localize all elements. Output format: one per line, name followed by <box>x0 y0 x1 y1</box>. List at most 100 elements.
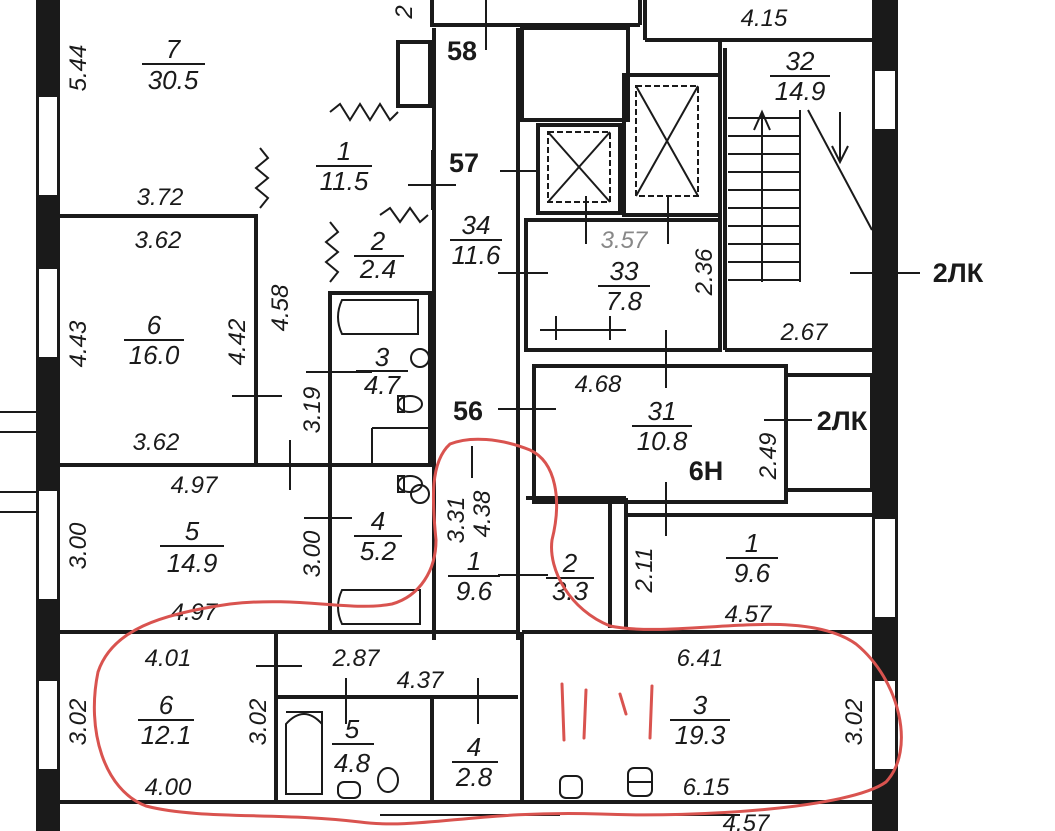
svg-text:1: 1 <box>337 136 351 166</box>
marker-56: 56 <box>453 396 483 426</box>
svg-text:2.67: 2.67 <box>780 319 829 346</box>
svg-text:2: 2 <box>391 5 418 19</box>
svg-text:3.62: 3.62 <box>135 227 182 254</box>
svg-text:3.19: 3.19 <box>299 387 326 434</box>
svg-text:1: 1 <box>467 546 481 576</box>
svg-text:6.41: 6.41 <box>677 645 724 672</box>
svg-text:12.1: 12.1 <box>141 720 192 750</box>
svg-text:4.43: 4.43 <box>65 320 92 367</box>
svg-text:3.3: 3.3 <box>552 576 589 606</box>
room-33-label: 337.8 <box>598 256 650 316</box>
staircase-icon <box>728 109 873 282</box>
svg-text:9.6: 9.6 <box>456 576 493 606</box>
svg-text:31: 31 <box>648 396 677 426</box>
bathtub-icon <box>285 299 421 795</box>
svg-text:1: 1 <box>745 528 759 558</box>
room-4-wc-label: 42.8 <box>452 732 498 792</box>
svg-text:3.02: 3.02 <box>245 699 272 746</box>
room-2-closet-label: 23.3 <box>546 548 594 606</box>
stair-marker-top: 2ЛК <box>933 258 984 288</box>
svg-text:2.11: 2.11 <box>631 548 658 594</box>
svg-text:34: 34 <box>462 210 491 240</box>
svg-text:4.58: 4.58 <box>267 284 294 331</box>
room-6-lower-label: 612.1 <box>138 690 194 750</box>
svg-text:4.57: 4.57 <box>723 810 771 831</box>
svg-text:3.72: 3.72 <box>137 184 184 211</box>
svg-text:5.2: 5.2 <box>360 536 397 566</box>
svg-text:2: 2 <box>562 548 578 578</box>
room-1-right-label: 19.6 <box>726 528 778 588</box>
svg-text:6: 6 <box>159 690 174 720</box>
svg-text:5: 5 <box>185 516 200 546</box>
section-markers: 58 57 56 6Н 2ЛК 2ЛК <box>447 36 984 486</box>
svg-text:32: 32 <box>786 46 815 76</box>
svg-text:2: 2 <box>370 226 386 256</box>
room-4-label: 45.2 <box>354 506 402 566</box>
svg-text:16.0: 16.0 <box>129 340 180 370</box>
room-2-label: 22.4 <box>354 226 404 284</box>
room-6-label: 616.0 <box>124 310 184 370</box>
svg-text:4.7: 4.7 <box>364 370 402 400</box>
svg-text:30.5: 30.5 <box>148 65 199 95</box>
svg-text:4.97: 4.97 <box>171 472 219 499</box>
room-3-kitchen-label: 319.3 <box>670 690 730 750</box>
room-5-label: 514.9 <box>160 516 224 578</box>
svg-text:14.9: 14.9 <box>775 76 826 106</box>
svg-text:10.8: 10.8 <box>637 426 688 456</box>
svg-text:11.6: 11.6 <box>452 240 501 270</box>
svg-text:3.62: 3.62 <box>133 429 180 456</box>
svg-text:14.9: 14.9 <box>167 548 218 578</box>
svg-text:5: 5 <box>345 714 360 744</box>
svg-text:4.37: 4.37 <box>397 667 445 694</box>
room-3-label: 34.7 <box>356 342 408 400</box>
svg-text:3: 3 <box>693 690 708 720</box>
svg-text:7.8: 7.8 <box>606 286 643 316</box>
svg-text:4: 4 <box>467 732 481 762</box>
stair-marker-bottom: 2ЛК <box>817 406 868 436</box>
svg-text:3.00: 3.00 <box>299 530 326 577</box>
break-lines <box>254 102 429 283</box>
door-ticks <box>232 0 920 724</box>
svg-text:2.87: 2.87 <box>332 645 381 672</box>
svg-text:4.15: 4.15 <box>741 5 788 32</box>
svg-text:3.31: 3.31 <box>443 497 470 544</box>
svg-text:19.3: 19.3 <box>675 720 726 750</box>
exterior-walls <box>0 0 898 831</box>
room-5-bath-label: 54.8 <box>332 714 374 778</box>
sink-icon <box>410 348 430 504</box>
apartment-marker: 6Н <box>689 456 724 486</box>
svg-text:6: 6 <box>147 310 162 340</box>
svg-text:4.01: 4.01 <box>145 645 192 672</box>
svg-text:3.02: 3.02 <box>65 699 92 746</box>
room-1-label: 111.5 <box>316 136 372 196</box>
svg-text:7: 7 <box>166 34 182 64</box>
red-annotation-outline <box>92 437 903 826</box>
svg-text:5.44: 5.44 <box>65 45 92 92</box>
marker-58: 58 <box>447 36 477 66</box>
svg-text:3.57: 3.57 <box>601 227 649 254</box>
svg-text:9.6: 9.6 <box>734 558 771 588</box>
toilet-icon <box>337 395 653 799</box>
svg-text:11.5: 11.5 <box>320 166 369 196</box>
svg-text:3.02: 3.02 <box>841 699 868 746</box>
dimension-labels: 5.44 3.72 3.62 4.43 4.42 4.58 3.62 3.19 … <box>65 5 868 831</box>
svg-text:4.8: 4.8 <box>334 748 371 778</box>
svg-text:33: 33 <box>610 256 639 286</box>
svg-text:3: 3 <box>375 342 390 372</box>
svg-text:2.36: 2.36 <box>691 248 718 296</box>
svg-text:4: 4 <box>371 506 385 536</box>
svg-text:2.8: 2.8 <box>455 762 493 792</box>
marker-57: 57 <box>449 148 479 178</box>
svg-text:2.49: 2.49 <box>755 433 782 481</box>
svg-text:2.4: 2.4 <box>359 254 396 284</box>
svg-text:4.38: 4.38 <box>469 490 496 537</box>
room-1-hall-label: 19.6 <box>448 546 500 606</box>
room-7-label: 730.5 <box>142 34 205 95</box>
svg-text:4.42: 4.42 <box>224 319 251 366</box>
svg-text:6.15: 6.15 <box>683 774 730 801</box>
